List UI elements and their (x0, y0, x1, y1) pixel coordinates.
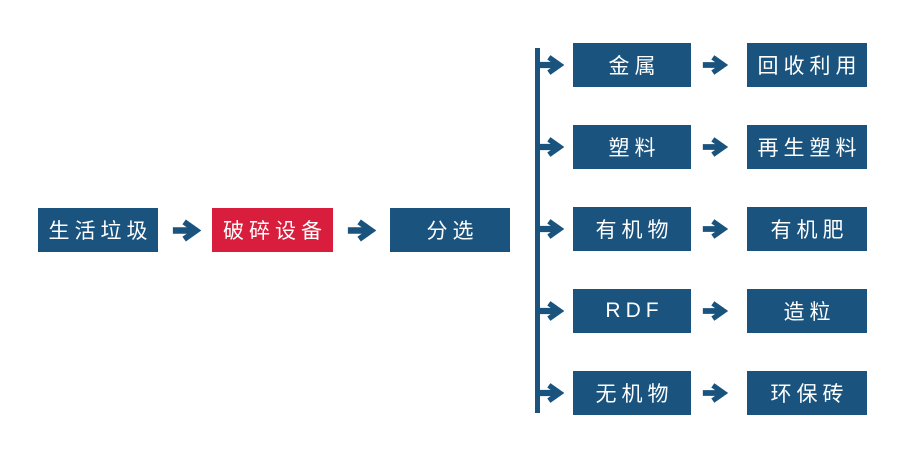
branch-connector-line (535, 48, 540, 413)
arrow-right-icon (702, 301, 728, 321)
branch-category-box: RDF (573, 289, 691, 333)
flow-node-crushing-equipment: 破碎设备 (212, 208, 333, 252)
branch-output-box: 造粒 (747, 289, 867, 333)
arrow-right-icon (538, 55, 564, 75)
arrow-right-icon (702, 383, 728, 403)
branch-category-box: 金属 (573, 43, 691, 87)
branch-output-box: 有机肥 (747, 207, 867, 251)
branch-output-box: 回收利用 (747, 43, 867, 87)
branch-output-box: 环保砖 (747, 371, 867, 415)
branch-category-box: 无机物 (573, 371, 691, 415)
arrow-right-icon (347, 219, 376, 242)
flow-node-household-waste: 生活垃圾 (38, 208, 158, 252)
arrow-right-icon (538, 219, 564, 239)
branch-category-box: 有机物 (573, 207, 691, 251)
arrow-right-icon (172, 219, 201, 242)
arrow-right-icon (538, 383, 564, 403)
arrow-right-icon (702, 55, 728, 75)
arrow-right-icon (702, 219, 728, 239)
arrow-right-icon (538, 137, 564, 157)
flow-node-sorting: 分选 (390, 208, 510, 252)
branch-output-box: 再生塑料 (747, 125, 867, 169)
arrow-right-icon (538, 301, 564, 321)
branch-category-box: 塑料 (573, 125, 691, 169)
arrow-right-icon (702, 137, 728, 157)
